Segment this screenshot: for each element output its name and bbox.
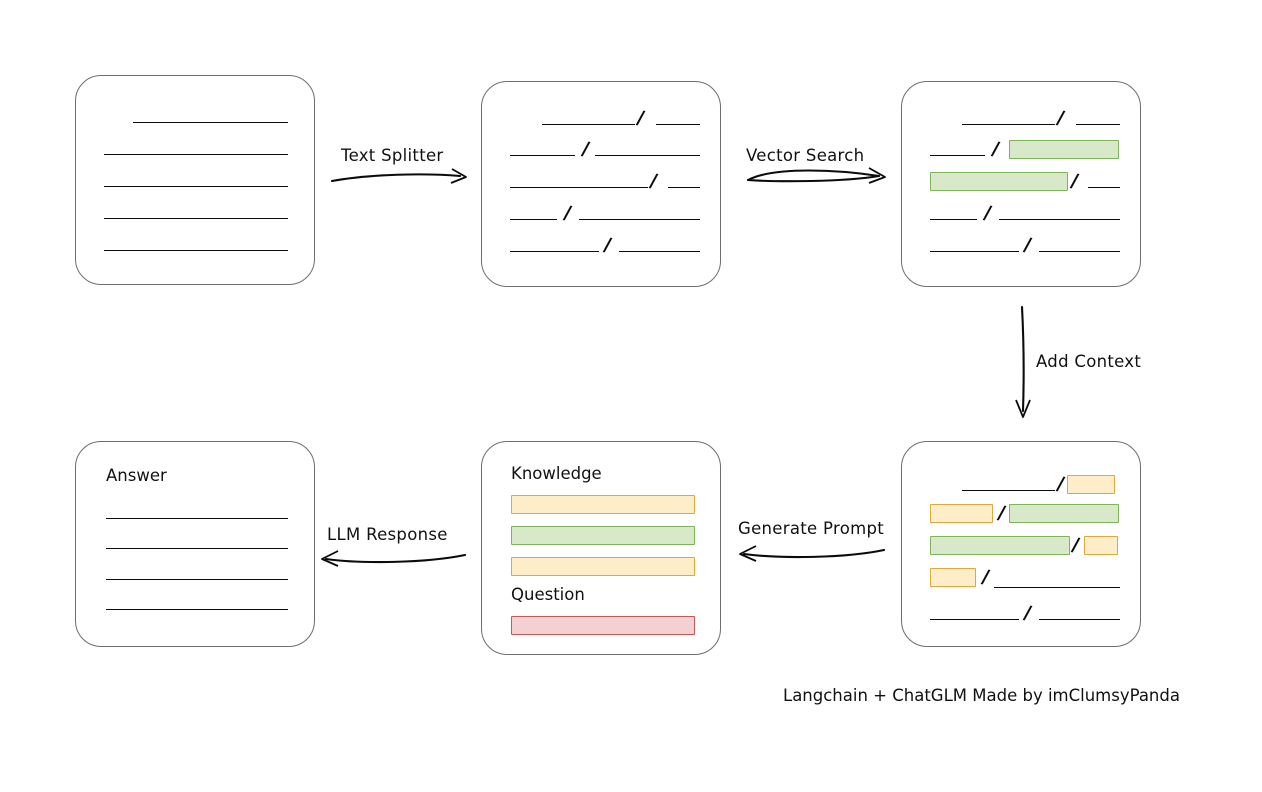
chunk-separator: / bbox=[982, 201, 994, 225]
chunk-line bbox=[656, 124, 700, 125]
arrow-text-splitter bbox=[330, 168, 467, 184]
answer-line bbox=[106, 548, 288, 549]
prompt-box: Knowledge Question bbox=[481, 441, 721, 655]
context-document-box: / / / / / bbox=[901, 441, 1141, 647]
chunk-line bbox=[1039, 251, 1120, 252]
chunk-line bbox=[930, 219, 977, 220]
chunk-line bbox=[994, 587, 1120, 588]
chunk-separator: / bbox=[990, 137, 1002, 161]
source-document-box bbox=[75, 75, 315, 285]
context-chunk-yellow bbox=[930, 568, 976, 587]
chunk-line bbox=[510, 251, 599, 252]
question-label: Question bbox=[511, 585, 585, 604]
context-chunk-green bbox=[1009, 504, 1119, 523]
chunk-separator: / bbox=[1022, 233, 1034, 257]
chunk-line bbox=[962, 490, 1055, 491]
document-line bbox=[104, 218, 288, 219]
chunk-line bbox=[668, 187, 700, 188]
chunk-separator: / bbox=[580, 137, 592, 161]
arrow-label-add-context: Add Context bbox=[1036, 352, 1142, 371]
arrow-label-generate-prompt: Generate Prompt bbox=[738, 519, 884, 538]
chunk-separator: / bbox=[1055, 106, 1067, 130]
chunk-line bbox=[930, 155, 985, 156]
chunk-line bbox=[595, 155, 700, 156]
answer-label: Answer bbox=[106, 466, 167, 485]
chunk-line bbox=[962, 124, 1055, 125]
chunk-line bbox=[510, 187, 648, 188]
chunk-line bbox=[619, 251, 700, 252]
chunk-line bbox=[930, 251, 1019, 252]
document-line bbox=[133, 122, 288, 123]
chunk-line bbox=[1088, 187, 1120, 188]
chunk-separator: / bbox=[562, 201, 574, 225]
chunk-line bbox=[510, 219, 557, 220]
answer-line bbox=[106, 579, 288, 580]
chunk-separator: / bbox=[1022, 601, 1034, 625]
chunk-separator: / bbox=[602, 233, 614, 257]
knowledge-chunk-green bbox=[511, 526, 695, 545]
knowledge-label: Knowledge bbox=[511, 464, 602, 483]
chunk-line bbox=[930, 619, 1019, 620]
document-line bbox=[104, 154, 288, 155]
footer-credit: Langchain + ChatGLM Made by imClumsyPand… bbox=[783, 686, 1180, 705]
context-chunk-yellow bbox=[930, 504, 993, 523]
context-chunk-green bbox=[930, 536, 1070, 555]
chunk-separator: / bbox=[996, 501, 1008, 525]
answer-line bbox=[106, 518, 288, 519]
retrieved-chunk-green bbox=[1009, 140, 1119, 159]
context-chunk-yellow bbox=[1067, 475, 1115, 494]
chunk-separator: / bbox=[1055, 472, 1067, 496]
searched-document-box: / / / / / bbox=[901, 81, 1141, 287]
context-chunk-yellow bbox=[1084, 536, 1118, 555]
arrow-add-context bbox=[1015, 305, 1031, 418]
arrow-label-text-splitter: Text Splitter bbox=[341, 146, 444, 165]
arrow-label-vector-search: Vector Search bbox=[746, 146, 865, 165]
split-document-box: / / / / / bbox=[481, 81, 721, 287]
chunk-line bbox=[1076, 124, 1120, 125]
arrow-generate-prompt bbox=[739, 545, 886, 562]
chunk-line bbox=[542, 124, 635, 125]
document-line bbox=[104, 250, 288, 251]
chunk-line bbox=[1039, 619, 1120, 620]
arrow-llm-response bbox=[321, 550, 467, 567]
chunk-line bbox=[999, 219, 1120, 220]
chunk-line bbox=[510, 155, 575, 156]
chunk-separator: / bbox=[648, 169, 660, 193]
chunk-separator: / bbox=[1069, 169, 1081, 193]
knowledge-chunk-yellow bbox=[511, 557, 695, 576]
knowledge-chunk-yellow bbox=[511, 495, 695, 514]
arrow-label-llm-response: LLM Response bbox=[327, 525, 448, 544]
retrieved-chunk-green bbox=[930, 172, 1068, 191]
answer-box: Answer bbox=[75, 441, 315, 647]
chunk-line bbox=[579, 219, 700, 220]
answer-line bbox=[106, 609, 288, 610]
chunk-separator: / bbox=[635, 106, 647, 130]
question-chunk-red bbox=[511, 616, 695, 635]
chunk-separator: / bbox=[980, 565, 992, 589]
chunk-separator: / bbox=[1070, 533, 1082, 557]
document-line bbox=[104, 186, 288, 187]
arrow-vector-search bbox=[746, 167, 886, 184]
